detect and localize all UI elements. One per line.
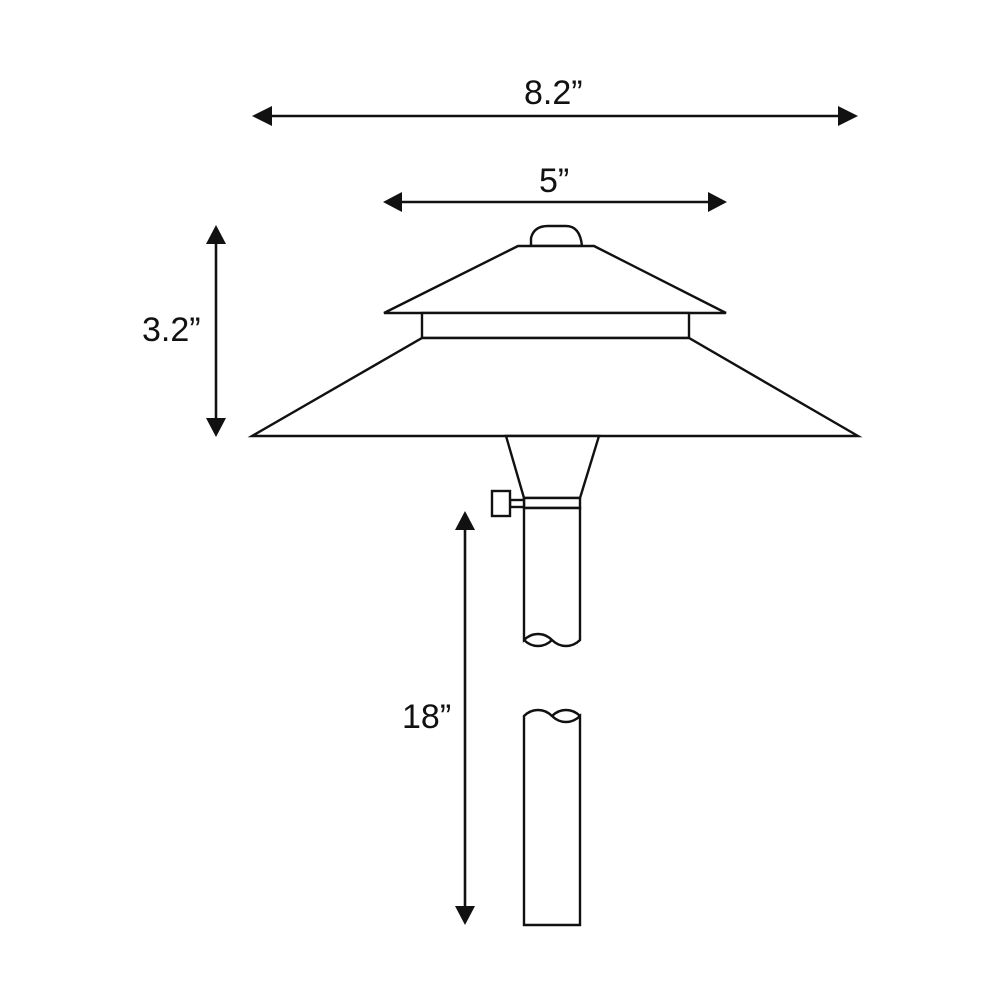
finial-dome	[529, 224, 584, 248]
stem-upper	[522, 506, 582, 648]
head-height-arrow	[206, 225, 226, 437]
overall-width-label: 8.2”	[524, 74, 583, 112]
cap-width-arrow	[383, 192, 727, 212]
stem-upper-break	[523, 639, 553, 648]
set-screw	[490, 489, 526, 518]
overall-width-arrow	[252, 106, 858, 126]
collar	[522, 496, 582, 510]
lower-shade	[247, 336, 863, 438]
stake-length-arrow	[455, 511, 475, 925]
stake-length-label: 18”	[402, 698, 452, 736]
head-height-label: 3.2”	[142, 311, 201, 349]
neck-cone	[504, 434, 601, 500]
stem-lower	[522, 708, 582, 927]
cap-width-label: 5”	[539, 162, 570, 200]
light-band	[420, 311, 691, 340]
top-cap	[383, 244, 727, 315]
stem-lower-break	[551, 708, 581, 717]
